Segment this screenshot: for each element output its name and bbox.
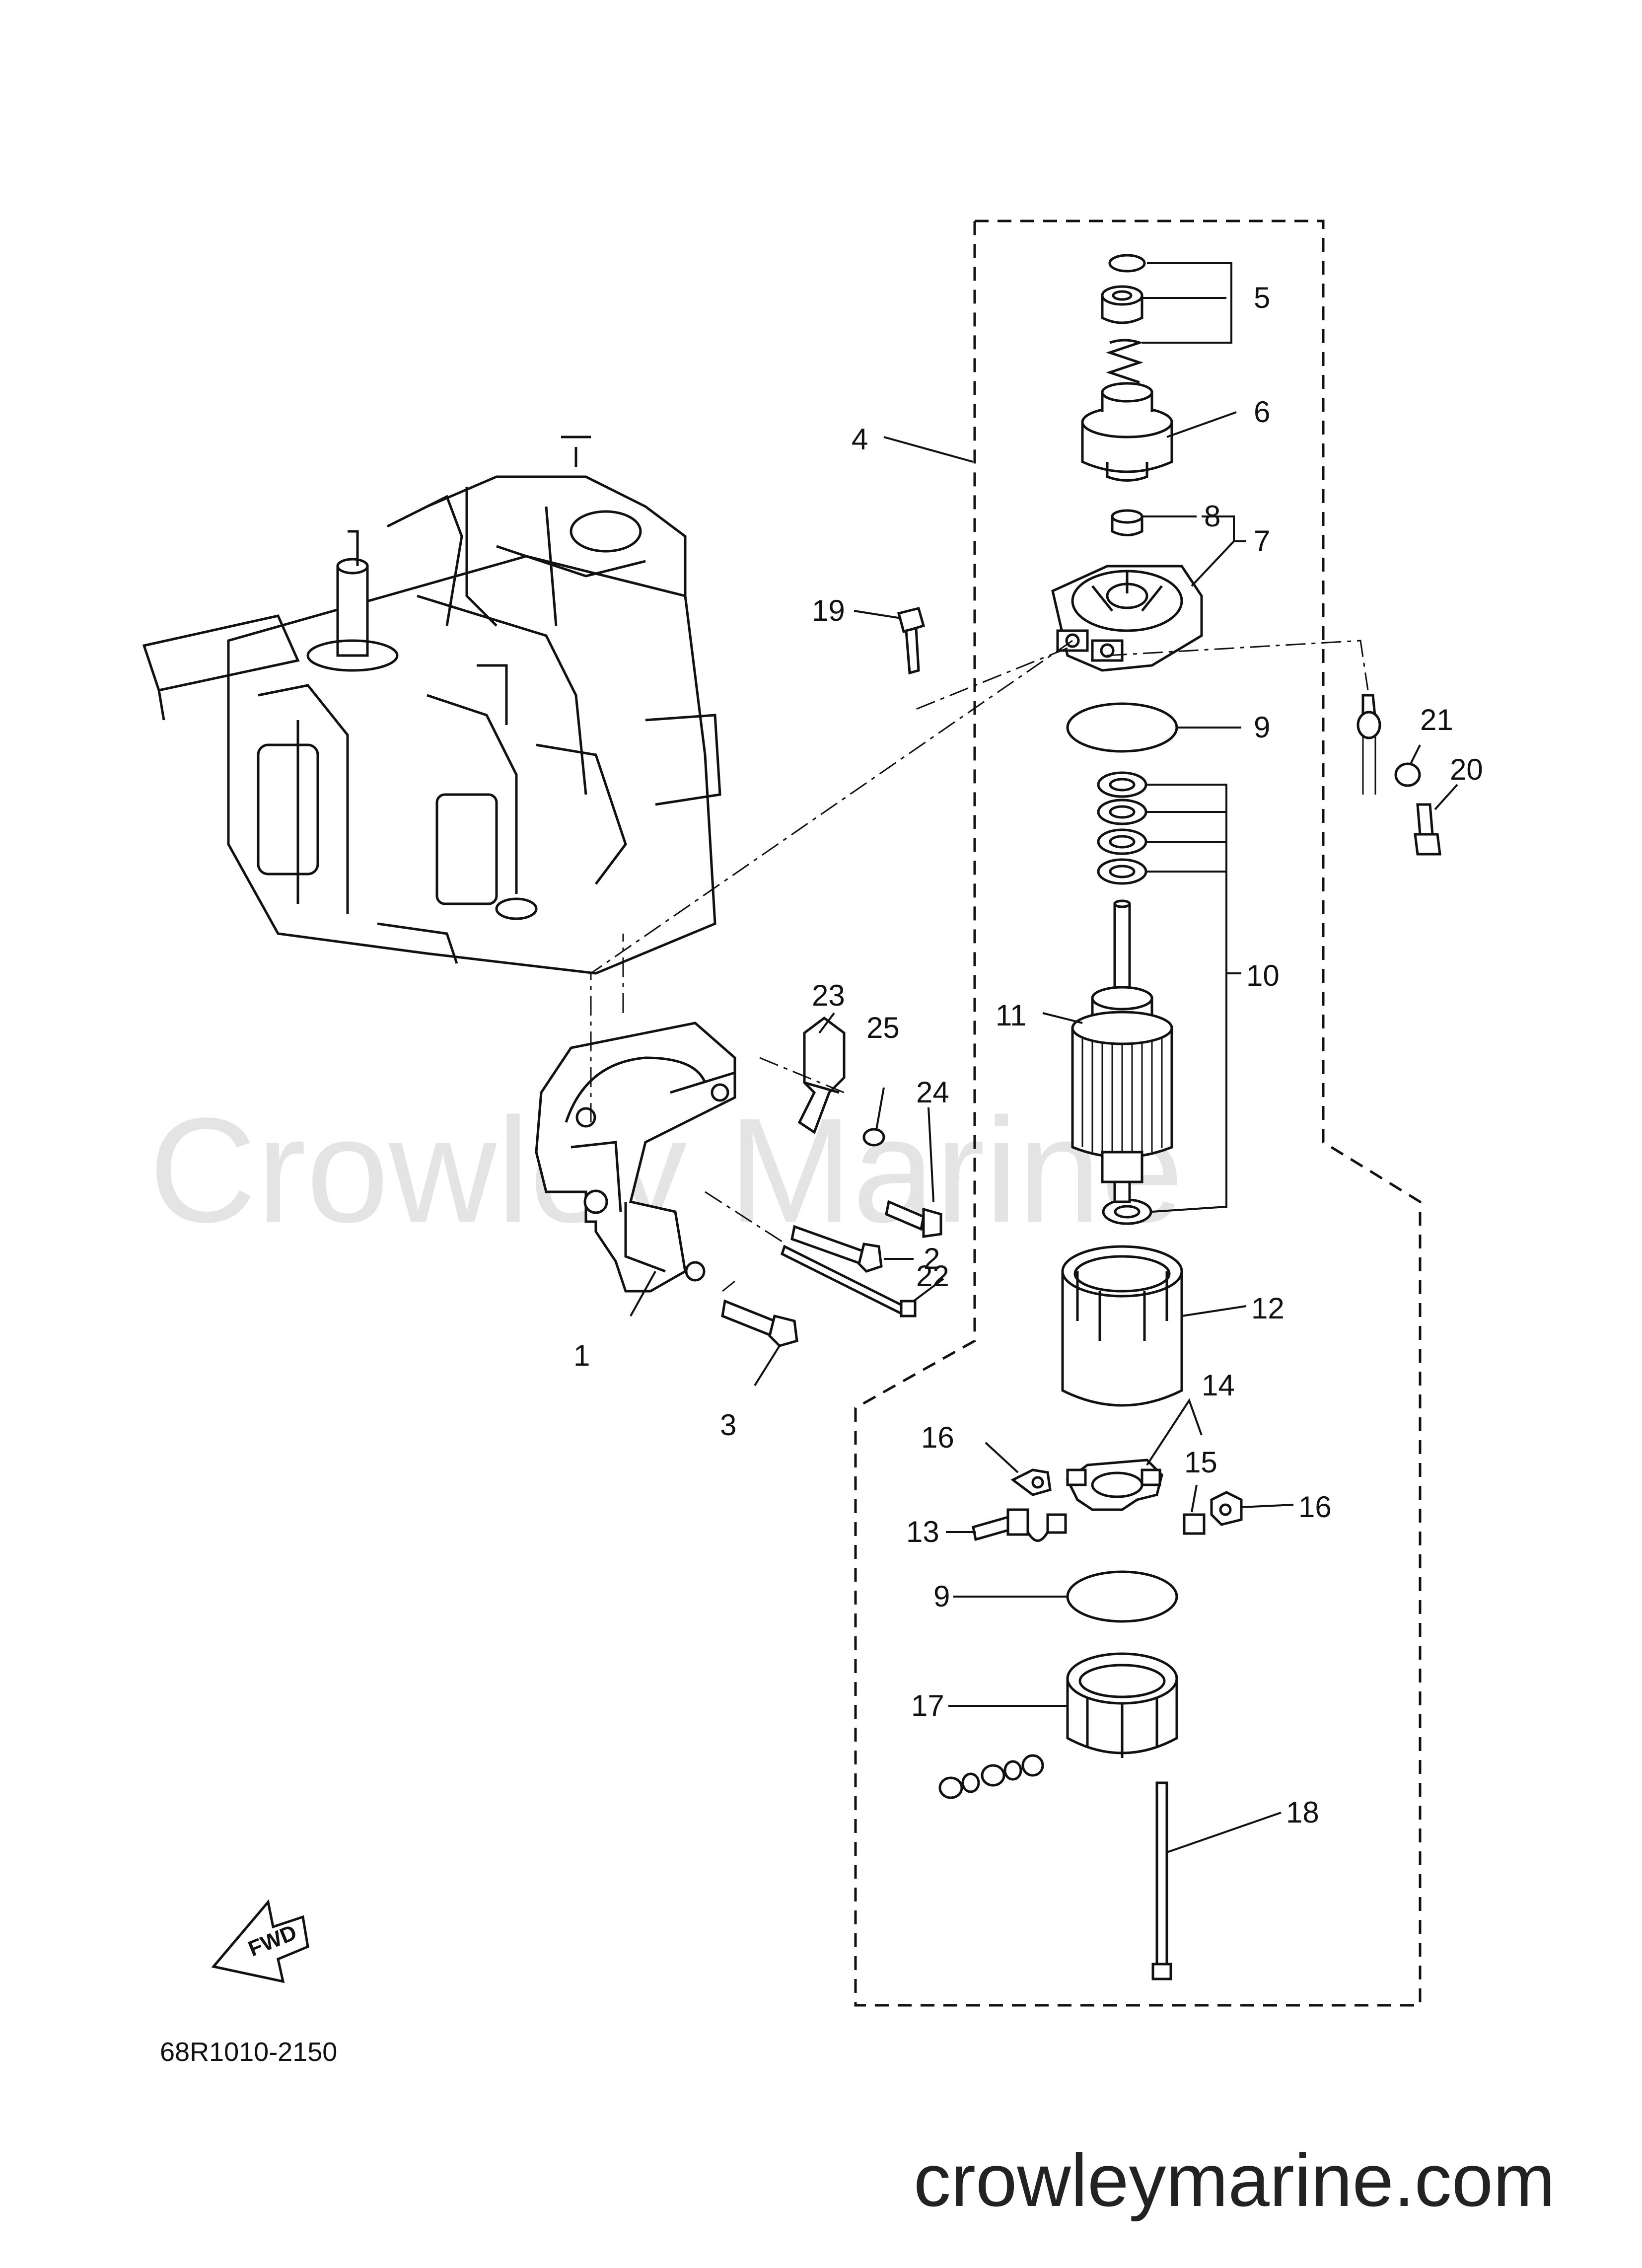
- bolt-19-part: [897, 606, 926, 675]
- washer-25-part: [862, 1128, 885, 1147]
- terminal-16-left-part: [1010, 1468, 1052, 1496]
- terminal-16-right-part: [1210, 1491, 1243, 1526]
- callout-9-lower: 9: [933, 1580, 950, 1613]
- callout-12: 12: [1251, 1292, 1285, 1325]
- callout-1: 1: [573, 1339, 590, 1372]
- callout-5: 5: [1254, 281, 1270, 314]
- pinion-clutch-6-part: [1081, 382, 1173, 482]
- callout-19: 19: [812, 594, 845, 627]
- yoke-12-part: [1061, 1245, 1183, 1407]
- armature-11-part: [1071, 899, 1173, 1203]
- alignment-lines: [590, 640, 1369, 1292]
- bolt-20-part: [1414, 803, 1441, 856]
- callout-11: 11: [996, 999, 1026, 1032]
- bolt-24-part: [885, 1200, 942, 1238]
- callout-25: 25: [866, 1011, 900, 1044]
- clip-23-part: [797, 1016, 846, 1134]
- washer-21-part: [1394, 762, 1421, 787]
- callout-16-left: 16: [921, 1421, 954, 1454]
- washer-set-10-part: [1097, 771, 1152, 1225]
- lead-wire-part: [1356, 694, 1381, 795]
- front-cover-7-part: [1051, 565, 1203, 672]
- drawing-code: 68R1010-2150: [160, 2037, 337, 2067]
- callout-4: 4: [852, 423, 868, 456]
- callout-24: 24: [916, 1076, 949, 1109]
- callout-16-right: 16: [1298, 1490, 1332, 1524]
- callout-18: 18: [1286, 1796, 1319, 1829]
- o-ring-9-lower-part: [1066, 1570, 1178, 1623]
- callout-14: 14: [1202, 1369, 1235, 1402]
- callout-15: 15: [1184, 1446, 1217, 1479]
- cable-tie-22-part: [780, 1244, 917, 1317]
- callout-22: 22: [916, 1259, 949, 1293]
- callout-17: 17: [911, 1689, 944, 1722]
- callout-21: 21: [1420, 703, 1453, 736]
- bolt-2-part: [790, 1225, 883, 1273]
- bushing-8-part: [1111, 509, 1143, 536]
- site-footer-text: crowleymarine.com: [914, 2138, 1555, 2222]
- pinion-kit-5-part: [1101, 254, 1146, 384]
- rear-cover-17-part: [938, 1652, 1178, 1799]
- brush-15-part: [1183, 1513, 1206, 1535]
- callout-20: 20: [1450, 753, 1483, 786]
- leader-lines: [630, 262, 1458, 1853]
- through-bolt-18-part: [1151, 1781, 1172, 1980]
- fwd-arrow-icon: FWD: [211, 1899, 309, 1983]
- callout-6: 6: [1254, 395, 1270, 429]
- engine-block-illustration: [142, 436, 721, 975]
- callout-8: 8: [1204, 500, 1220, 533]
- starter-assembly-boundary: [854, 219, 1422, 2007]
- o-ring-9-upper-part: [1066, 702, 1178, 753]
- brush-holder-14-part: [1066, 1459, 1163, 1511]
- callout-13: 13: [906, 1515, 939, 1548]
- bolt-13-part: [972, 1508, 1067, 1542]
- callout-3: 3: [720, 1408, 736, 1442]
- callout-7: 7: [1254, 524, 1270, 558]
- callout-10: 10: [1246, 959, 1280, 992]
- bolt-3-part: [721, 1299, 798, 1347]
- callout-23: 23: [812, 979, 845, 1012]
- callout-9-upper: 9: [1254, 711, 1270, 744]
- callout-2: 2: [924, 1242, 940, 1275]
- callout-labels: 1 2 3 4 5 6 7 8 9 9 10 11 12 13 14 15 16…: [573, 281, 1483, 1829]
